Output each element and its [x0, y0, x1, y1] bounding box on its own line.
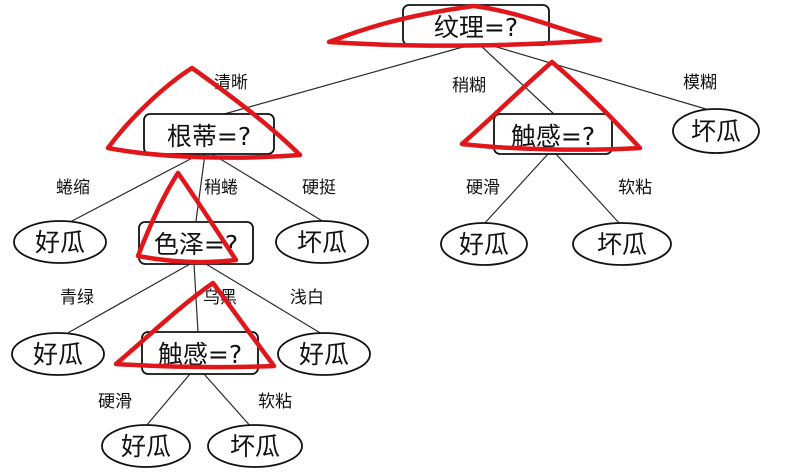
edge-gendi-yingting — [211, 153, 325, 223]
edge-label-shaohu: 稍糊 — [452, 76, 486, 96]
edge-gendi-quansuo — [69, 153, 201, 223]
edge-label-lower-ruannian: 软粘 — [258, 392, 292, 412]
tree-edges — [65, 44, 717, 429]
edge-label-mohu: 模糊 — [683, 73, 717, 93]
red-annotations — [105, 3, 643, 370]
leaf-lower-ruannian-label: 坏瓜 — [230, 432, 280, 461]
leaf-mohu: 坏瓜 — [672, 108, 760, 154]
leaf-qinglv: 好瓜 — [11, 332, 105, 376]
edge-sezhe-qianbai — [205, 263, 323, 335]
red-triangle-color — [135, 170, 239, 265]
attribute-nodes: 纹理=? 根蒂=? 触感=? 色泽=? 触感=? — [138, 4, 613, 375]
leaf-yingting: 坏瓜 — [275, 220, 369, 264]
leaf-qianbai-label: 好瓜 — [299, 340, 349, 369]
edge-chugan2-ruannian — [203, 373, 253, 429]
edge-root-chugan — [479, 44, 557, 117]
leaf-lower-yinghua: 好瓜 — [101, 424, 191, 468]
leaf-quansuo-label: 好瓜 — [35, 228, 85, 257]
node-touch-right: 触感=? — [493, 113, 613, 155]
edge-label-yingting: 硬挺 — [302, 178, 336, 198]
leaf-mohu-label: 坏瓜 — [691, 117, 741, 146]
node-root-texture: 纹理=? — [402, 4, 550, 46]
node-touch-lower: 触感=? — [141, 331, 259, 375]
edge-chugan-yinghua — [483, 153, 549, 225]
red-triangle-touch-right — [459, 59, 643, 152]
leaf-qinglv-label: 好瓜 — [33, 340, 83, 369]
node-touch-right-label: 触感=? — [511, 122, 595, 151]
edge-sezhe-qinglv — [65, 263, 191, 335]
leaf-qianbai: 好瓜 — [277, 332, 371, 376]
red-triangle-stem — [105, 65, 303, 160]
leaf-lower-yinghua-label: 好瓜 — [121, 432, 171, 461]
leaf-right-yinghua: 好瓜 — [440, 222, 528, 266]
node-root-stem: 根蒂=? — [143, 113, 275, 155]
node-root-label: 纹理=? — [434, 13, 518, 42]
edge-label-right-yinghua: 硬滑 — [466, 178, 500, 198]
node-root-stem-label: 根蒂=? — [167, 122, 251, 151]
leaf-nodes: 坏瓜 好瓜 坏瓜 好瓜 坏瓜 好瓜 好瓜 好瓜 — [11, 108, 760, 468]
leaf-right-ruannian-label: 坏瓜 — [597, 230, 647, 259]
leaf-right-yinghua-label: 好瓜 — [459, 230, 509, 259]
edge-label-quansuo: 蜷缩 — [56, 178, 90, 198]
edge-label-shaoquan: 稍蜷 — [204, 178, 238, 198]
edge-root-mohu — [489, 44, 717, 113]
red-triangle-touch-lower — [113, 280, 277, 370]
red-triangle-root — [326, 3, 603, 48]
edge-chugan-ruannian — [555, 153, 621, 225]
edge-label-right-ruannian: 软粘 — [618, 178, 652, 198]
leaf-quansuo: 好瓜 — [13, 220, 107, 264]
edge-root-gendi — [216, 44, 471, 117]
leaf-yingting-label: 坏瓜 — [297, 228, 347, 257]
edge-chugan2-yinghua — [145, 373, 191, 427]
node-touch-lower-label: 触感=? — [158, 340, 242, 369]
edge-labels: 清晰 稍糊 模糊 蜷缩 稍蜷 硬挺 硬滑 软粘 青绿 乌黑 浅白 硬滑 软粘 — [56, 73, 717, 412]
edge-label-qinglv: 青绿 — [60, 288, 94, 308]
edge-label-qianbai: 浅白 — [290, 288, 324, 308]
leaf-lower-ruannian: 坏瓜 — [207, 424, 303, 468]
edge-gendi-sezhe — [195, 153, 206, 222]
edge-label-lower-yinghua: 硬滑 — [98, 392, 132, 412]
leaf-right-ruannian: 坏瓜 — [572, 222, 672, 266]
